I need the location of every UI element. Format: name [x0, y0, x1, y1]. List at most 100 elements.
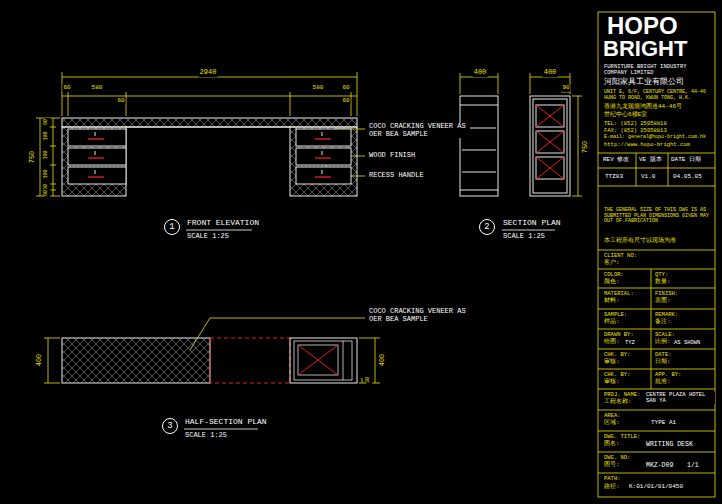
note-text: PROJ. NAME:	[603, 392, 641, 398]
callout-circle: 3	[162, 418, 178, 434]
note-text: 比例:	[654, 339, 672, 346]
dimension-label: 30	[366, 376, 372, 384]
note-text: TYZ	[624, 340, 636, 346]
note-text: FAX: (852) 25058813	[603, 128, 668, 134]
note-text: APP. BY:	[654, 372, 682, 378]
recess-handles	[88, 139, 331, 177]
note-text: COLOR:	[603, 272, 625, 278]
note-text: SCALE 1:25	[184, 432, 228, 440]
dimension-label: 60	[341, 85, 350, 92]
note-text: SCALE:	[654, 332, 676, 338]
note-text: AS SHOWN	[673, 340, 701, 346]
note-text: 日期:	[654, 359, 672, 366]
note-text: DWG. NO:	[603, 455, 631, 461]
note-text: http://www.hopo-bright.com	[603, 142, 691, 148]
dimension-label: 400	[379, 353, 387, 368]
section-plan	[460, 96, 570, 196]
note-text: REV 修改	[602, 157, 630, 164]
note-text: DATE:	[654, 352, 673, 358]
callout-number: 2	[484, 223, 489, 232]
note-text: 本工程所有尺寸以现场为准	[603, 238, 677, 245]
note-text: SECTION PLAN	[502, 219, 562, 228]
dimension-label: 580	[91, 85, 104, 92]
note-text: 批准:	[654, 379, 672, 386]
note-text: THE GENERAL SIZE OF THIS DWG IS AS SUBMI…	[603, 208, 713, 225]
dimension-label: 400	[543, 69, 558, 77]
note-text: 颜色:	[603, 279, 621, 286]
note-text: SAMPLE:	[603, 312, 628, 318]
callout-number: 3	[167, 422, 172, 431]
note-text: WOOD FINISH	[368, 152, 416, 160]
note-text: DRAWN BY:	[603, 332, 635, 338]
note-text: WRITING DESK	[645, 441, 694, 448]
dimension-label: 60	[44, 189, 50, 197]
note-text: 审核:	[603, 359, 621, 366]
note-text: K:01/01/01/0450	[628, 484, 684, 491]
note-text: TYPE A1	[650, 420, 677, 427]
note-text: RECESS HANDLE	[368, 172, 425, 180]
dimension-label: 2940	[199, 69, 218, 77]
note-text: COCO CRACKING VENEER AS OER BEA SAMPLE	[368, 308, 470, 323]
note-text: CHK. BY:	[603, 352, 631, 358]
note-text: HALF-SECTION PLAN	[184, 418, 268, 427]
dimension-label: 60	[341, 98, 350, 105]
dimension-label: 190	[44, 168, 50, 179]
note-text: 路径:	[603, 484, 621, 491]
note-text: 表面:	[654, 298, 672, 305]
heading-underlines	[184, 230, 555, 429]
half-section-plan	[62, 338, 357, 383]
note-text: 审核:	[603, 379, 621, 386]
note-text: V1.0	[640, 174, 656, 181]
note-text: E-mail: general@hopo-bright.com.hk	[603, 135, 707, 141]
dimension-label: 750	[582, 140, 590, 155]
note-text: 样品:	[603, 319, 621, 326]
dimension-label: 60	[44, 118, 50, 126]
note-text: 04.05.05	[672, 174, 703, 181]
note-text: 香港九龙观塘鸿图道44-46号	[603, 104, 683, 111]
note-text: QTY:	[654, 272, 669, 278]
note-text: VE 版本	[638, 157, 663, 164]
dimension-label: 60	[62, 85, 71, 92]
note-text: CHK. BY:	[603, 372, 631, 378]
dimension-lines	[36, 72, 582, 383]
note-text: 绘图:	[603, 339, 621, 346]
note-text: 区域:	[603, 420, 621, 427]
dimension-label: 400	[473, 69, 488, 77]
note-text: FRONT ELEVATION	[186, 219, 260, 228]
note-text: MKZ-D09	[645, 462, 674, 469]
note-text: SCALE 1:25	[502, 233, 546, 241]
note-text: DWG. TITLE:	[603, 434, 641, 440]
dimension-label: 60	[116, 98, 125, 105]
note-text: UNIT E, 6/F, CENTURY CENTRE, 44-46 HUNG …	[603, 90, 713, 101]
note-text: SCALE 1:25	[186, 233, 230, 241]
dimension-label: 400	[36, 353, 44, 368]
note-text: 数量:	[654, 279, 672, 286]
title-block-grid	[598, 12, 715, 497]
note-text: FINISH:	[654, 291, 679, 297]
note-text: 世纪中心6楼E室	[603, 112, 648, 119]
front-elevation	[62, 118, 357, 196]
drawer-cross	[536, 105, 564, 179]
callout-circle: 1	[164, 219, 180, 235]
note-text: AREA:	[603, 413, 622, 419]
company-logo: BRIGHT	[602, 38, 688, 60]
note-text: 1/1	[686, 462, 700, 469]
callout-number: 1	[169, 223, 174, 232]
note-text: 备注:	[654, 319, 672, 326]
company-logo: HOPO	[606, 14, 679, 38]
dimension-label: 580	[312, 85, 325, 92]
note-text: TTZ03	[604, 174, 624, 181]
note-text: PATH:	[603, 476, 622, 482]
dimension-label: 750	[29, 150, 37, 165]
dimension-label: 90	[561, 85, 570, 92]
note-text: CENTRE PLAZA HOTEL SAN YA	[645, 392, 715, 404]
note-text: 客户:	[603, 260, 621, 267]
note-text: TEL: (852) 25058818	[603, 121, 668, 127]
note-text: 河阳家具工业有限公司	[603, 78, 685, 86]
dimension-label: 190	[44, 130, 50, 141]
note-text: FURNITURE BRIGHT INDUSTRY COMPANY LIMITE…	[603, 64, 713, 76]
note-text: REMARK:	[654, 312, 679, 318]
note-text: 工程名称:	[603, 399, 633, 406]
note-text: MATERIAL:	[603, 291, 635, 297]
note-text: 材料:	[603, 298, 621, 305]
